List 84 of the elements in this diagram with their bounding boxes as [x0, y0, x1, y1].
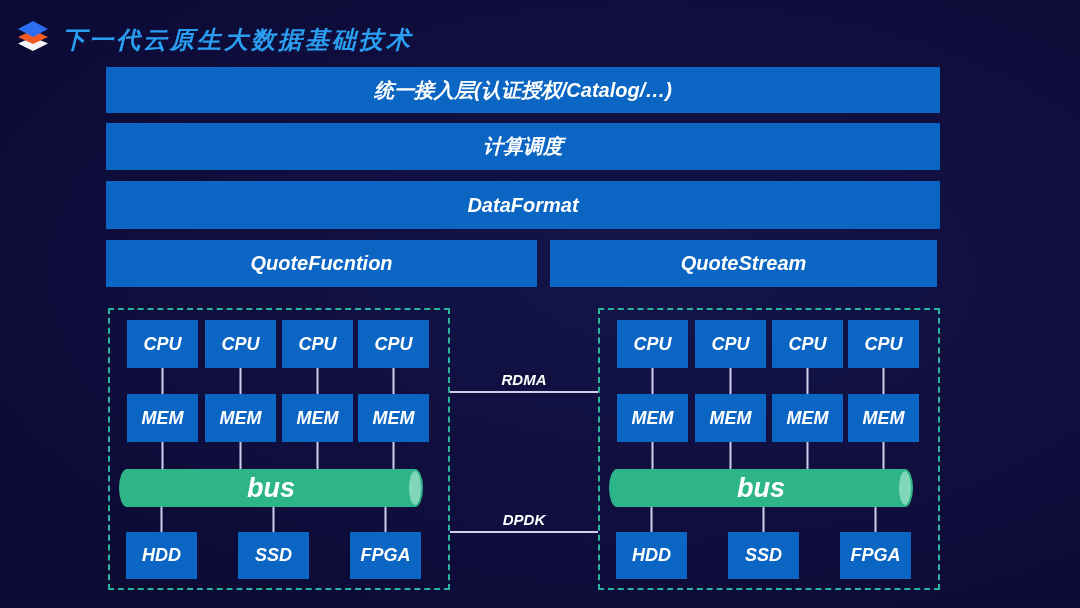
- component-box: [358, 320, 429, 368]
- layer-label: DataFormat: [467, 193, 579, 217]
- component-label: SSD: [255, 545, 292, 566]
- component-label: CPU: [221, 333, 260, 355]
- component-label: MEM: [219, 407, 262, 429]
- component-box: [772, 320, 843, 368]
- connector-line: [316, 367, 319, 395]
- component-label: CPU: [864, 333, 903, 355]
- connector-line: [392, 367, 395, 395]
- component-box: [695, 320, 766, 368]
- component-box: [840, 532, 911, 579]
- layer-bar: [106, 240, 537, 287]
- component-box: [282, 320, 353, 368]
- component-label: CPU: [711, 333, 750, 355]
- dashed-group-frame: [108, 308, 450, 590]
- connector-line: [806, 441, 809, 470]
- connector-line: [729, 441, 732, 470]
- component-label: CPU: [788, 333, 827, 355]
- connector-line: [882, 367, 885, 395]
- connector-line: [239, 441, 242, 470]
- component-box: [848, 320, 919, 368]
- component-box: [127, 394, 198, 442]
- dashed-group-frame: [598, 308, 940, 590]
- component-box: [350, 532, 421, 579]
- connector-line: [650, 506, 653, 533]
- component-label: MEM: [862, 407, 905, 429]
- component-label: MEM: [296, 407, 339, 429]
- component-label: CPU: [298, 333, 337, 355]
- connector-line: [392, 441, 395, 470]
- component-box: [617, 320, 688, 368]
- layer-label: QuoteStream: [680, 252, 807, 275]
- connector-line: [806, 367, 809, 395]
- component-box: [358, 394, 429, 442]
- component-label: FPGA: [850, 545, 901, 566]
- component-label: MEM: [141, 407, 184, 429]
- connector-line: [651, 367, 654, 395]
- component-box: [127, 320, 198, 368]
- component-box: [728, 532, 799, 579]
- connector-line: [449, 391, 599, 393]
- component-label: CPU: [374, 333, 413, 355]
- connector-line: [272, 506, 275, 533]
- layer-bar: [550, 240, 937, 287]
- connector-line: [239, 367, 242, 395]
- component-box: [282, 394, 353, 442]
- layer-label: QuoteFucntion: [250, 252, 393, 275]
- component-label: SSD: [745, 545, 782, 566]
- connector-line: [161, 367, 164, 395]
- component-box: [616, 532, 687, 579]
- component-box: [238, 532, 309, 579]
- component-label: CPU: [143, 333, 182, 355]
- connector-line: [874, 506, 877, 533]
- layer-label: 统一接入层(认证授权/Catalog/…): [374, 77, 672, 103]
- component-box: [617, 394, 688, 442]
- connector-line: [882, 441, 885, 470]
- component-label: MEM: [631, 407, 674, 429]
- connector-line: [384, 506, 387, 533]
- connector-line: [316, 441, 319, 470]
- connector-line: [729, 367, 732, 395]
- component-label: MEM: [786, 407, 829, 429]
- edge-label: DPDK: [498, 511, 550, 529]
- layer-bar: [106, 123, 940, 170]
- edge-label: RDMA: [497, 371, 551, 389]
- component-label: CPU: [633, 333, 672, 355]
- bus-label: bus: [247, 472, 295, 504]
- layer-bar: [106, 181, 940, 229]
- connector-line: [651, 441, 654, 470]
- component-box: [695, 394, 766, 442]
- component-box: [772, 394, 843, 442]
- slide-title: 下一代云原生大数据基础技术: [62, 25, 413, 55]
- component-box: [848, 394, 919, 442]
- connector-line: [449, 531, 599, 533]
- connector-line: [161, 441, 164, 470]
- component-box: [205, 320, 276, 368]
- bus-label: bus: [737, 472, 785, 504]
- connector-line: [762, 506, 765, 533]
- component-label: MEM: [372, 407, 415, 429]
- layer-bar: [106, 67, 940, 113]
- component-label: HDD: [142, 545, 181, 566]
- connector-line: [160, 506, 163, 533]
- component-label: FPGA: [360, 545, 411, 566]
- component-label: MEM: [709, 407, 752, 429]
- component-box: [126, 532, 197, 579]
- component-box: [205, 394, 276, 442]
- component-label: HDD: [632, 545, 671, 566]
